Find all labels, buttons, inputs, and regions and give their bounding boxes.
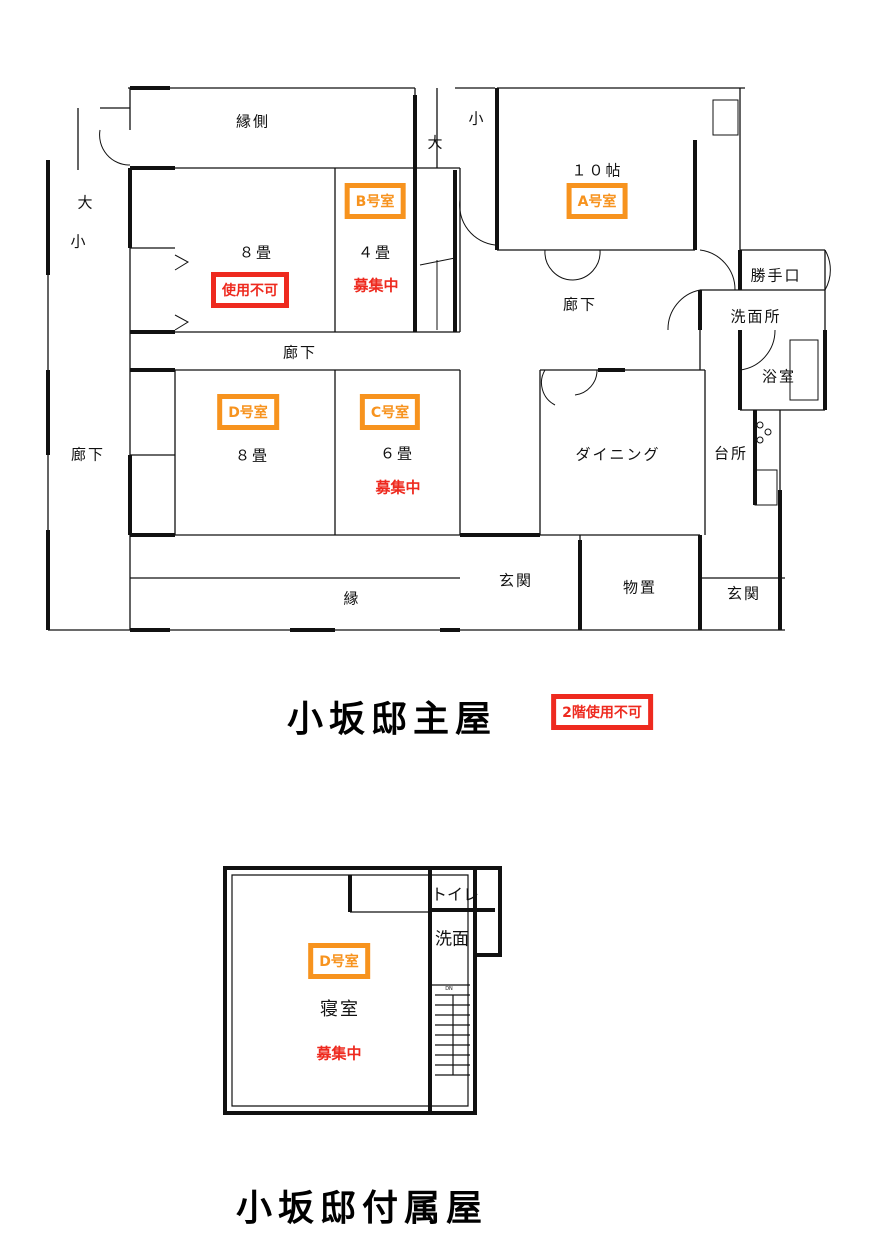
room-d-size: ８畳 [234, 446, 270, 465]
room-c-badge: C号室 [359, 394, 421, 430]
annex-washroom: 洗面 [435, 929, 469, 950]
label-entrance-2: 玄関 [726, 584, 762, 603]
label-katteguchi: 勝手口 [750, 266, 802, 285]
label-engawa: 縁側 [235, 112, 271, 131]
annex-title: 小坂邸付属屋 [235, 1188, 489, 1229]
main-house-title: 小坂邸主屋 [286, 699, 498, 740]
label-toilet-small: 小 [468, 109, 486, 128]
annex-stairs-dn: DN [445, 986, 453, 992]
label-kitchen: 台所 [713, 444, 749, 463]
label-bath: 浴室 [761, 367, 797, 386]
room-c-size: ６畳 [379, 444, 415, 463]
annex-toilet: トイレ [430, 885, 480, 904]
label-storage: 物置 [622, 578, 658, 597]
room-b-badge: B号室 [344, 183, 406, 219]
label-corridor-mid: 廊下 [282, 343, 318, 362]
room-c-status: 募集中 [375, 478, 421, 497]
annex-status: 募集中 [316, 1044, 362, 1063]
label-toilet-large: 大 [427, 133, 445, 152]
label-corridor-left: 廊下 [70, 445, 106, 464]
label-toilet-large-2: 大 [77, 193, 95, 212]
annex-bedroom: 寝室 [320, 999, 360, 1020]
second-floor-notice: 2階使用不可 [551, 694, 653, 730]
label-corridor-right: 廊下 [562, 295, 598, 314]
room-b-status: 募集中 [353, 276, 399, 295]
label-en: 縁 [343, 589, 361, 608]
room-a-badge: A号室 [566, 183, 628, 219]
room-a-size: １０帖 [571, 161, 623, 180]
label-senmenjo: 洗面所 [730, 307, 782, 326]
label-entrance-1: 玄関 [498, 571, 534, 590]
room-b-size: ４畳 [357, 243, 393, 262]
label-dining: ダイニング [575, 445, 661, 464]
unavailable-badge: 使用不可 [211, 272, 289, 308]
room-d-badge: D号室 [217, 394, 279, 430]
room-8-top-size: ８畳 [238, 243, 274, 262]
label-toilet-small-2: 小 [70, 232, 88, 251]
annex-room-d-badge: D号室 [308, 943, 370, 979]
